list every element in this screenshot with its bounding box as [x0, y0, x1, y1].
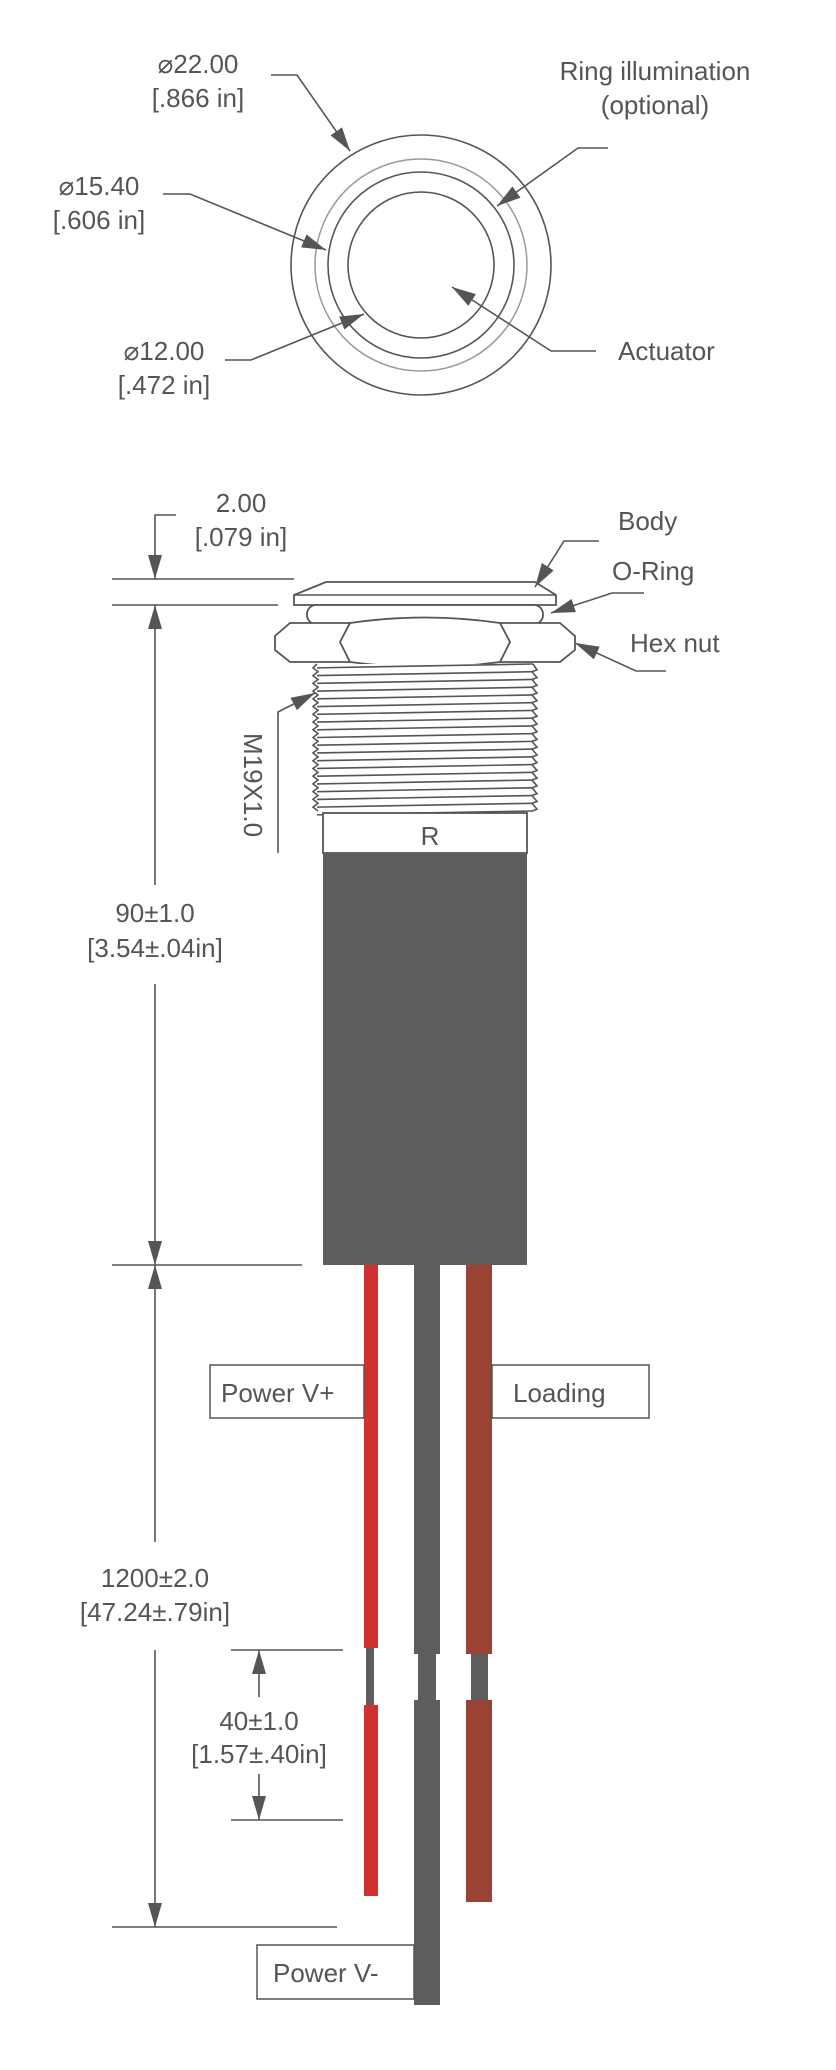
thread-line: [316, 771, 534, 777]
thread-line: [316, 756, 534, 762]
ring-diameter-in: [.606 in]: [53, 205, 146, 235]
housing: [323, 853, 527, 1265]
thread: [311, 663, 539, 816]
ring-diameter-leader: [163, 193, 327, 251]
wire-power-minus: [414, 1265, 440, 2005]
thread-line: [316, 725, 534, 731]
thread-line: [316, 779, 534, 785]
thread-line: [316, 794, 534, 801]
ring-illumination-circle: [314, 158, 528, 372]
body-leader: [534, 540, 599, 588]
side-view: 2.00 [.079 in] R Body O-Ring Hex nut M19…: [80, 488, 720, 2005]
actuator-circle: [347, 191, 495, 339]
outer-diameter-in: [.866 in]: [152, 83, 245, 113]
actuator-diameter-leader: [225, 313, 365, 361]
loading-label: Loading: [513, 1378, 606, 1408]
outer-diameter-leader: [271, 74, 351, 152]
thread-line: [316, 786, 534, 793]
thread-right-edge: [530, 663, 539, 812]
outer-diameter-mm: ⌀22.00: [158, 49, 239, 79]
actuator-diameter-in: [.472 in]: [118, 370, 211, 400]
power-plus-box: [209, 1364, 365, 1419]
body-label: Body: [618, 506, 677, 536]
thread-line: [316, 678, 534, 685]
resistor-label: R: [421, 821, 440, 851]
hexnut-label: Hex nut: [630, 628, 720, 658]
wire-length-mm: 1200±2.0: [101, 1563, 209, 1593]
thread-line: [316, 701, 534, 708]
thread-line: [316, 763, 534, 770]
overall-length-in: [3.54±.04in]: [87, 933, 223, 963]
resistor-sleeve: [322, 812, 528, 854]
thread-line: [316, 717, 534, 723]
actuator-leader: [451, 286, 596, 352]
strip-length-in: [1.57±.40in]: [191, 1739, 327, 1769]
thread-left-edge: [311, 663, 320, 812]
actuator-diameter-mm: ⌀12.00: [124, 336, 205, 366]
ring-illumination-optional: (optional): [601, 90, 709, 120]
ring-circle: [327, 171, 515, 359]
outer-circle: [290, 134, 552, 396]
ring-illumination-label: Ring illumination: [560, 56, 751, 86]
body-thickness-in: [.079 in]: [195, 522, 288, 552]
body-thickness-leader: [148, 514, 176, 579]
oring-label: O-Ring: [612, 556, 694, 586]
thread-line: [316, 732, 534, 739]
thread-line: [316, 663, 534, 669]
thread-line: [316, 748, 534, 754]
body-flange: [293, 581, 557, 606]
ring-diameter-mm: ⌀15.40: [59, 171, 140, 201]
strip-length-mm: 40±1.0: [219, 1706, 298, 1736]
body-thickness-mm: 2.00: [216, 488, 267, 518]
top-view: ⌀22.00 [.866 in] Ring illumination (opti…: [53, 49, 751, 400]
power-plus-label: Power V+: [221, 1378, 334, 1408]
wire-loading: [466, 1265, 492, 1902]
thread-line: [316, 694, 534, 700]
power-minus-box: [256, 1944, 415, 2000]
oring-leader: [550, 592, 644, 614]
thread-line: [316, 686, 534, 692]
hexnut-leader: [574, 642, 666, 672]
thread-line: [316, 740, 534, 747]
wire-length-in: [47.24±.79in]: [80, 1597, 230, 1627]
loading-box: [491, 1364, 650, 1419]
overall-length-mm: 90±1.0: [115, 898, 194, 928]
ring-illumination-leader: [496, 147, 608, 207]
thread-line: [316, 802, 534, 808]
thread-line: [316, 709, 534, 716]
thread-leader: [277, 692, 316, 853]
power-minus-label: Power V-: [273, 1958, 379, 1988]
thread-line: [316, 670, 534, 677]
actuator-label: Actuator: [618, 336, 715, 366]
wire-power-plus: [364, 1265, 378, 1896]
hex-nut-face: [338, 616, 512, 668]
thread-label: M19X1.0: [238, 733, 268, 837]
